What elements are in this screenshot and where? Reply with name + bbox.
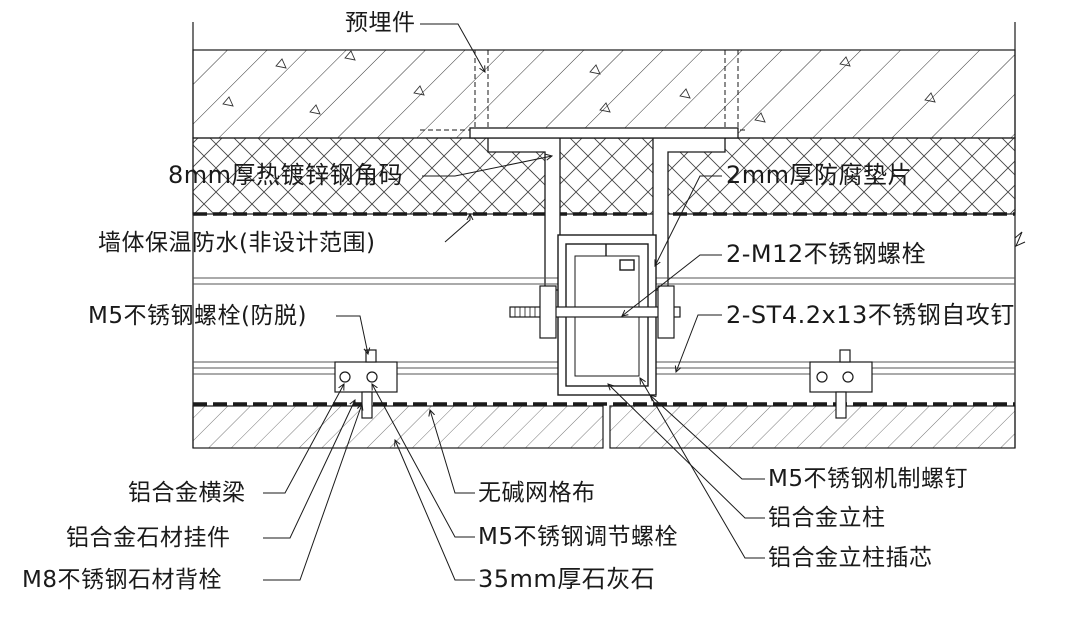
break-mark	[1014, 231, 1026, 247]
label-m5-antidrop-bolt: M5不锈钢螺栓(防脱)	[88, 303, 307, 329]
insulation-layer	[192, 137, 1016, 216]
label-m5-machine-screw: M5不锈钢机制螺钉	[768, 466, 968, 492]
label-m5-adjust-bolt: M5不锈钢调节螺栓	[478, 524, 678, 550]
label-aluminum-stone-hanger: 铝合金石材挂件	[66, 525, 231, 551]
label-m8-back-bolt: M8不锈钢石材背栓	[22, 567, 222, 593]
label-aluminum-column: 铝合金立柱	[768, 505, 886, 531]
label-angle-code: 8mm厚热镀锌钢角码	[168, 161, 404, 189]
label-aluminum-beam: 铝合金横梁	[128, 480, 246, 506]
m12-bolt	[509, 285, 681, 339]
left-stone-hanger	[334, 349, 398, 419]
label-st-self-tapping-screw: 2-ST4.2x13不锈钢自攻钉	[726, 301, 1015, 329]
label-embedded-part: 预埋件	[345, 10, 416, 36]
label-aluminum-column-insert: 铝合金立柱插芯	[768, 545, 933, 571]
label-stone-layer: 35mm厚石灰石	[478, 565, 656, 593]
label-anti-corrosion-pad: 2mm厚防腐垫片	[726, 161, 913, 189]
leader-lines	[263, 23, 765, 581]
label-m12-bolt: 2-M12不锈钢螺栓	[726, 240, 927, 268]
label-alkali-free-mesh: 无碱网格布	[478, 480, 596, 506]
concrete-slab	[192, 49, 1016, 139]
right-stone-hanger	[809, 349, 873, 419]
stone-panel	[192, 402, 1016, 449]
label-insulation-waterproof: 墙体保温防水(非设计范围)	[98, 230, 376, 256]
